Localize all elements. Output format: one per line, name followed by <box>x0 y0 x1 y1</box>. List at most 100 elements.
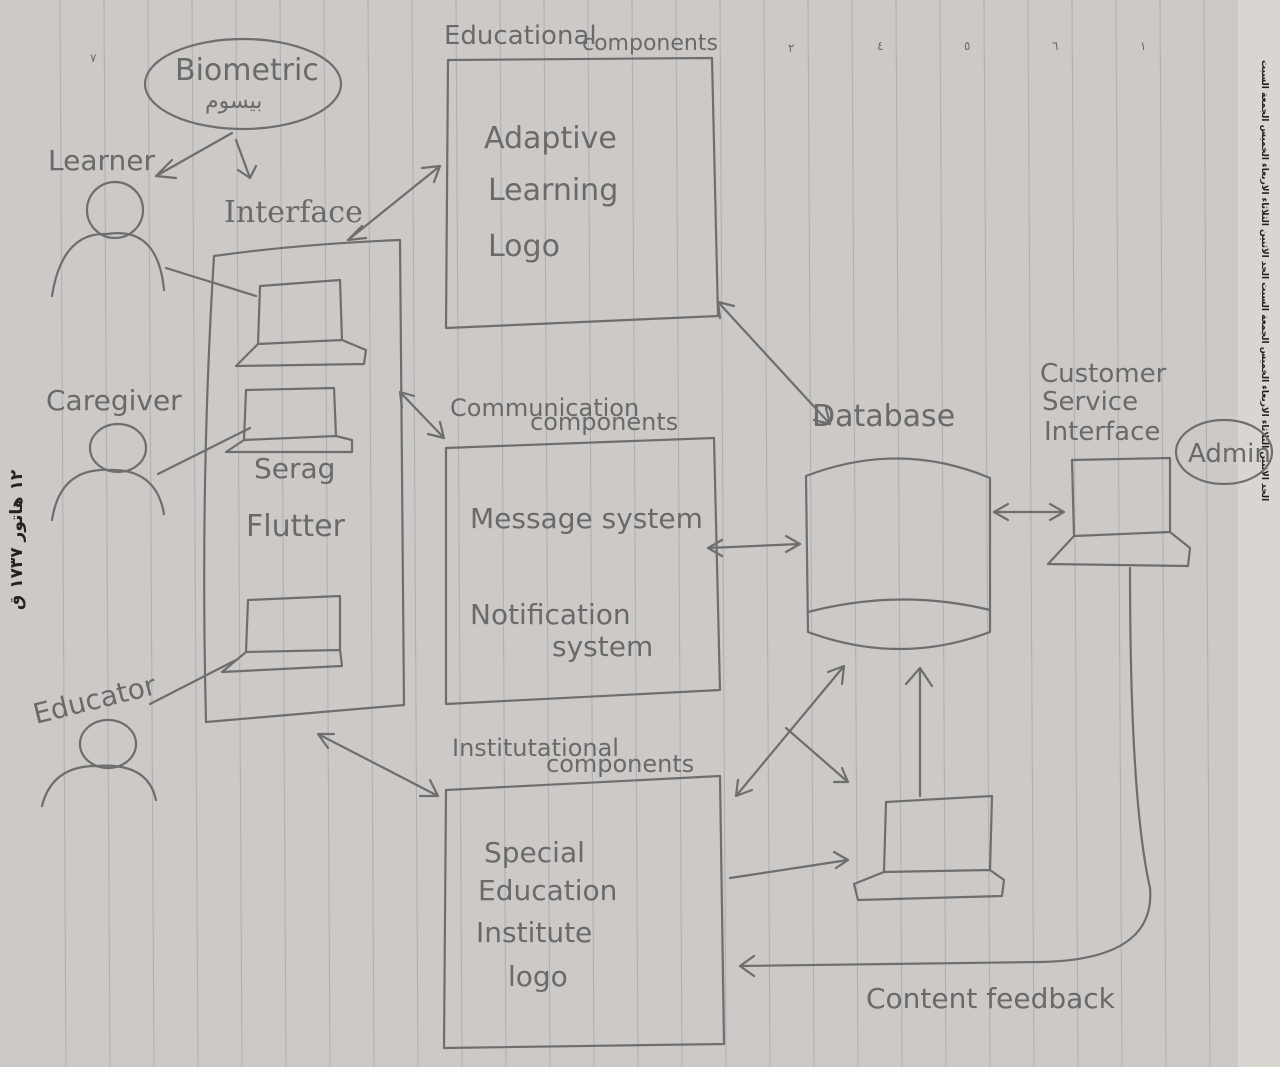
education-label: Education <box>478 874 617 907</box>
caregiver-to-device-line <box>156 426 252 476</box>
adaptive-label: Adaptive <box>484 121 617 156</box>
ruled-line <box>631 0 639 1067</box>
database-cylinder <box>804 457 992 651</box>
page-mark: ٢ <box>788 41 794 55</box>
page-margin-strip <box>1238 0 1280 1067</box>
ruled-line <box>1159 0 1167 1067</box>
flutter-label: Flutter <box>246 509 346 544</box>
ruled-line <box>939 0 947 1067</box>
interface-label: Interface <box>224 195 363 230</box>
admin-label: Admin <box>1188 439 1271 469</box>
communication-components-label: Communication <box>450 394 639 422</box>
page-mark: ٥ <box>964 39 970 53</box>
educator-label: Educator <box>30 668 160 730</box>
institute-label: Institute <box>476 916 592 949</box>
ruled-line <box>895 0 903 1067</box>
biometric-to-interface-arrow <box>234 138 258 180</box>
educator-head <box>78 718 138 770</box>
educational-components-label: Educational <box>444 21 597 51</box>
laptop-to-database-arrow <box>904 666 934 798</box>
institute-logo-label: logo <box>508 960 568 993</box>
educator-to-device-line <box>148 658 238 706</box>
ruled-line <box>103 0 111 1067</box>
page-marks: ٧ ٢ ٤ ٥ ٦ ١ <box>90 39 1146 65</box>
ruled-line <box>719 0 727 1067</box>
biometric-label: Biometric <box>175 53 319 88</box>
ruled-line <box>147 0 155 1067</box>
caregiver-label: Caregiver <box>46 384 182 417</box>
ruled-line <box>763 0 771 1067</box>
serag-label: Serag <box>254 452 335 485</box>
institutional-components-label-2: components <box>546 750 694 778</box>
institutional-components-label: Institutational <box>452 734 619 762</box>
notification-label: Notification <box>470 598 631 631</box>
educational-components-label-2: components <box>582 31 718 56</box>
ruled-line <box>543 0 551 1067</box>
ruled-line <box>367 0 375 1067</box>
laptop-icon <box>220 594 344 674</box>
interface-institutional-arrow <box>316 732 440 798</box>
database-to-laptop-arrow <box>784 726 850 784</box>
customer-interface-label: Interface <box>1044 417 1160 447</box>
institutional-to-laptop-arrow <box>728 850 850 880</box>
caregiver-head <box>88 422 148 474</box>
educator-body <box>40 764 158 808</box>
biometric-to-learner-arrow <box>154 131 234 180</box>
interface-panel <box>203 238 406 724</box>
admin-ellipse <box>1174 418 1274 486</box>
database-customer-arrow <box>992 502 1066 522</box>
ruled-line <box>235 0 243 1067</box>
margin-date: ١٢ هاتور ١٧٣٧ ق <box>7 469 27 610</box>
special-label: Special <box>484 836 585 869</box>
learner-to-device-line <box>164 266 258 298</box>
laptop-icon <box>852 794 1006 902</box>
interface-educational-arrow <box>346 164 442 242</box>
content-feedback-label: Content feedback <box>866 982 1116 1015</box>
ruled-line <box>499 0 507 1067</box>
ruled-line <box>411 0 419 1067</box>
learning-label: Learning <box>488 173 618 208</box>
message-database-arrow <box>706 534 802 558</box>
ruled-line <box>807 0 815 1067</box>
institutional-components-box <box>442 774 726 1050</box>
communication-components-box <box>444 436 722 706</box>
database-label: Database <box>812 399 955 434</box>
ruled-line <box>675 0 683 1067</box>
biometric-ellipse <box>143 37 343 131</box>
ruled-line <box>983 0 991 1067</box>
page-mark: ٦ <box>1052 39 1058 53</box>
service-label: Service <box>1042 387 1138 417</box>
ruled-line <box>1027 0 1035 1067</box>
laptop-icon <box>234 278 368 368</box>
customer-label: Customer <box>1040 359 1167 389</box>
ruled-line <box>851 0 859 1067</box>
notification-system-label: system <box>552 630 653 663</box>
logo-label: Logo <box>488 229 560 264</box>
educational-components-box <box>444 56 720 330</box>
ruled-line <box>59 0 67 1067</box>
ruled-line <box>191 0 199 1067</box>
content-feedback-arrow <box>738 566 1152 978</box>
margin-print: الحد الاثنين الثلاثاء الاربعاء الخميس ال… <box>1259 60 1269 501</box>
page-mark: ٤ <box>877 39 883 53</box>
message-system-label: Message system <box>470 502 703 535</box>
ruled-line <box>323 0 331 1067</box>
ruled-line <box>279 0 287 1067</box>
communication-components-label-2: components <box>530 408 678 436</box>
ruled-line <box>587 0 595 1067</box>
database-cylinder-base <box>806 598 992 614</box>
learner-body <box>50 232 166 298</box>
page-mark: ٧ <box>90 51 97 65</box>
laptop-icon <box>224 386 354 454</box>
ruled-line <box>455 0 463 1067</box>
learner-head <box>85 180 145 240</box>
ruled-line <box>1203 0 1211 1067</box>
page-mark: ١ <box>1140 39 1146 53</box>
interface-communication-arrow <box>398 390 446 440</box>
customer-service-laptop <box>1046 456 1192 568</box>
learner-label: Learner <box>48 144 155 177</box>
caregiver-body <box>50 468 166 522</box>
biometric-arabic-label: بيسوم <box>205 89 262 114</box>
